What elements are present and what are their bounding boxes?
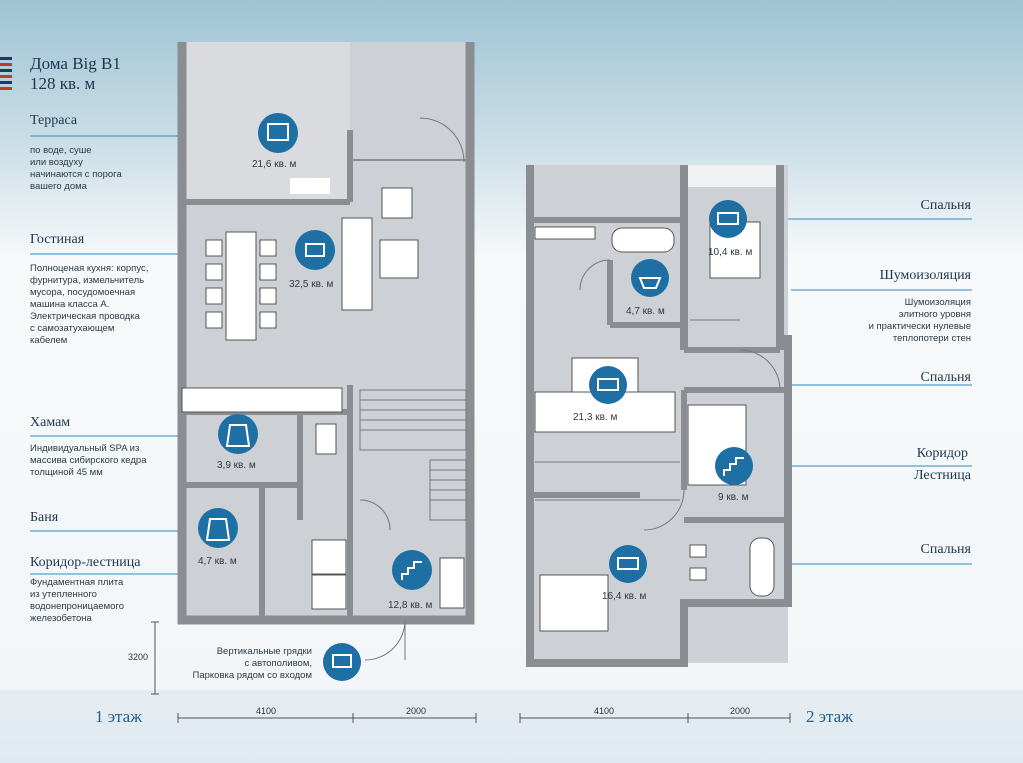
- area-bath-2: 4,7 кв. м: [626, 306, 665, 317]
- heading-banya: Баня: [30, 510, 59, 525]
- bath-icon: [631, 259, 669, 297]
- heading-soundproof: Шумоизоляция: [879, 268, 971, 283]
- dim-width-a-floor1: 4100: [256, 706, 276, 716]
- area-bedroom-2c: 16,4 кв. м: [602, 591, 646, 602]
- heading-living: Гостиная: [30, 232, 85, 247]
- flag-mark: [0, 87, 12, 90]
- floor-2-label: 2 этаж: [806, 707, 853, 726]
- stairs-icon: [392, 550, 432, 590]
- heading-hamam: Хамам: [30, 415, 71, 430]
- dim-width-a-floor2: 4100: [594, 706, 614, 716]
- parking-icon: [323, 643, 361, 681]
- stairs-icon: [715, 447, 753, 485]
- dim-height: 3200: [128, 652, 148, 662]
- floor-1-label: 1 этаж: [95, 707, 142, 726]
- area-hamam: 3,9 кв. м: [217, 460, 256, 471]
- area-banya: 4,7 кв. м: [198, 556, 237, 567]
- flag-mark: [0, 63, 12, 66]
- connector-lines: [30, 135, 972, 575]
- dimension-lines: [151, 621, 791, 723]
- bed-icon: [609, 545, 647, 583]
- area-corridor-2: 9 кв. м: [718, 492, 749, 503]
- room-icons: [198, 113, 753, 681]
- bathrobe-icon: [218, 414, 258, 454]
- living-room-icon: [295, 230, 335, 270]
- dim-width-b-floor2: 2000: [730, 706, 750, 716]
- heading-terrace: Терраса: [30, 113, 78, 128]
- heading-stairs: Лестница: [914, 468, 971, 483]
- area-living: 32,5 кв. м: [289, 279, 333, 290]
- title-line1: Дома Big B1: [30, 54, 121, 73]
- area-bedroom-2b: 21,3 кв. м: [573, 412, 617, 423]
- bathrobe-icon: [198, 508, 238, 548]
- flag-mark: [0, 75, 12, 78]
- area-corridor-1: 12,8 кв. м: [388, 600, 432, 611]
- heading-corridor-stairs: Коридор-лестница: [30, 555, 141, 570]
- flag-mark: [0, 69, 12, 72]
- bed-icon: [709, 200, 747, 238]
- floor-2-plan: [526, 165, 792, 667]
- flag-mark: [0, 81, 12, 84]
- area-terrace: 21,6 кв. м: [252, 159, 296, 170]
- terrace-icon: [258, 113, 298, 153]
- living-description: Полноценая кухня: корпус,фурнитура, изме…: [30, 263, 149, 346]
- heading-bedroom-2: Спальня: [920, 370, 971, 385]
- heading-corridor: Коридор: [916, 446, 968, 461]
- heading-bedroom-1: Спальня: [920, 198, 971, 213]
- heading-bedroom-3: Спальня: [920, 542, 971, 557]
- bed-icon: [589, 366, 627, 404]
- page-title: Дома Big B1 128 кв. м: [30, 54, 121, 94]
- title-line2: 128 кв. м: [30, 74, 96, 93]
- flag-mark: [0, 57, 12, 60]
- dim-width-b-floor1: 2000: [406, 706, 426, 716]
- area-bedroom-2a: 10,4 кв. м: [708, 247, 752, 258]
